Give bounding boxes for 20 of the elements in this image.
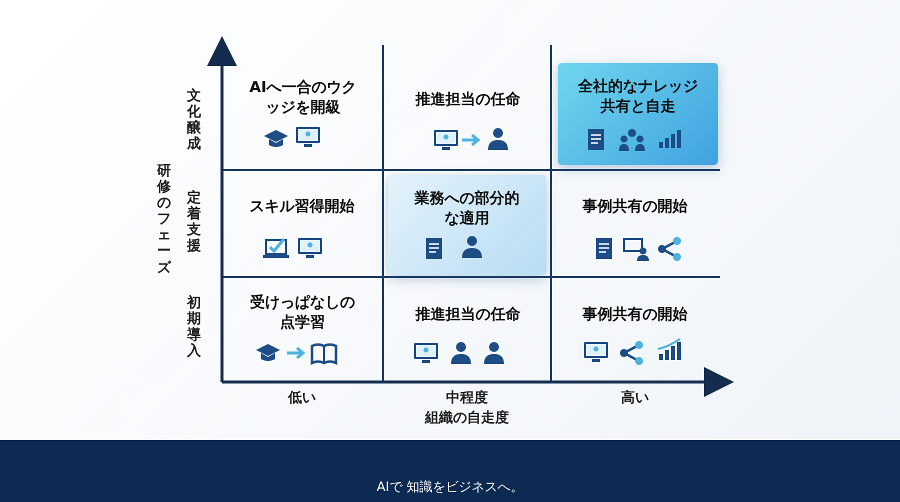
axis-title: 組織の自走度 [424,409,510,427]
axis-tick-label: 中程度 [445,389,489,407]
cell-title: 事例共有の開始 [582,197,688,216]
axis-tick-label: 低い [286,389,317,407]
highlight-box [558,63,718,165]
axis-title: 研修のフェーズ [156,163,172,276]
row-label: 初期導入 [186,295,202,360]
cell-title: 受けっぱなしの点学習 [249,293,356,332]
cell-title: 推進担当の任命 [414,90,522,110]
row-label: 定着支援 [186,190,202,254]
cell-title: 業務への部分的な適用 [414,189,520,228]
tagline: AIで 知識をビジネスへ。 [376,479,524,496]
cell-title: スキル習得開始 [248,197,356,216]
highlight-box [388,175,546,275]
cell-title: 全社的なナレッジ共有と自走 [576,77,699,116]
cell-title: AIへ一合のウクッジを開級 [248,78,358,117]
cell-title: 推進担当の任命 [414,305,522,324]
cell-title: 事例共有の開始 [582,305,688,324]
row-label: 文化醸成 [186,88,202,152]
axis-tick-label: 高い [620,389,650,407]
